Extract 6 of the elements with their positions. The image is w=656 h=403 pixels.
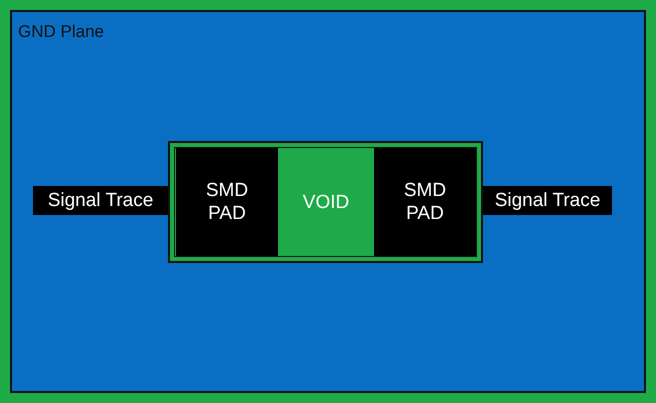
signal-trace: Signal Trace (33, 186, 168, 215)
plane-label: GND Plane (18, 22, 104, 42)
signal-trace: Signal Trace (483, 186, 612, 215)
smd-pad: SMD PAD (374, 148, 476, 256)
smd-pad: SMD PAD (176, 148, 278, 256)
pad-footprint (168, 141, 483, 263)
